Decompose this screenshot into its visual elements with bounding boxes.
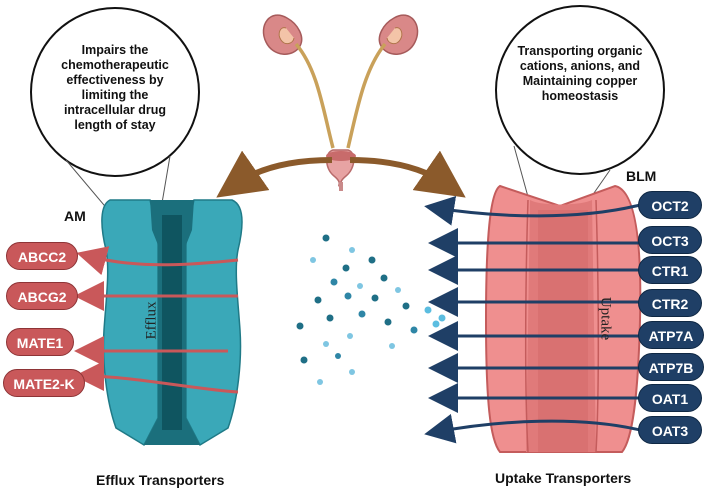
efflux-bubble [30, 7, 200, 177]
uptake-arrows [424, 195, 641, 444]
uptake-pill-atp7a: ATP7A [638, 321, 704, 349]
uptake-pill-oat3: OAT3 [638, 416, 702, 444]
kidney-urinary-tract-icon [262, 14, 419, 191]
membrane-label-blm: BLM [626, 168, 657, 184]
uptake-transporter-body [484, 184, 642, 453]
uptake-pill-oct3: OCT3 [638, 226, 702, 254]
efflux-pill-abcc2: ABCC2 [6, 242, 78, 270]
efflux-caption: Efflux Transporters [96, 472, 225, 488]
efflux-transporter-body [101, 199, 243, 447]
uptake-label: Uptake [597, 296, 614, 341]
efflux-arrow [74, 361, 239, 394]
uptake-pill-atp7b: ATP7B [638, 353, 704, 381]
uptake-pill-oat1: OAT1 [638, 384, 702, 412]
drug-molecule-icon [296, 234, 446, 385]
uptake-bubble [495, 5, 665, 175]
efflux-pill-mate1: MATE1 [6, 328, 74, 356]
efflux-arrow [76, 246, 239, 276]
uptake-caption: Uptake Transporters [495, 470, 632, 486]
uptake-arrow [424, 195, 641, 226]
curved-arrow-left [216, 150, 333, 198]
uptake-bubble-text: Transporting organic cations, anions, an… [517, 44, 643, 103]
efflux-arrows [74, 246, 239, 394]
efflux-bubble-text: Impairs the chemotherapeutic effectivene… [61, 43, 169, 132]
uptake-pill-oct2: OCT2 [638, 191, 702, 219]
membrane-label-am: AM [64, 208, 86, 224]
uptake-pill-ctr2: CTR2 [638, 289, 702, 317]
efflux-pill-mate2k: MATE2-K [3, 369, 85, 397]
uptake-pill-ctr1: CTR1 [638, 256, 702, 284]
efflux-pill-abcg2: ABCG2 [6, 282, 78, 310]
efflux-label: Efflux [143, 301, 160, 340]
curved-arrow-right [349, 150, 466, 198]
uptake-arrow [424, 413, 641, 444]
